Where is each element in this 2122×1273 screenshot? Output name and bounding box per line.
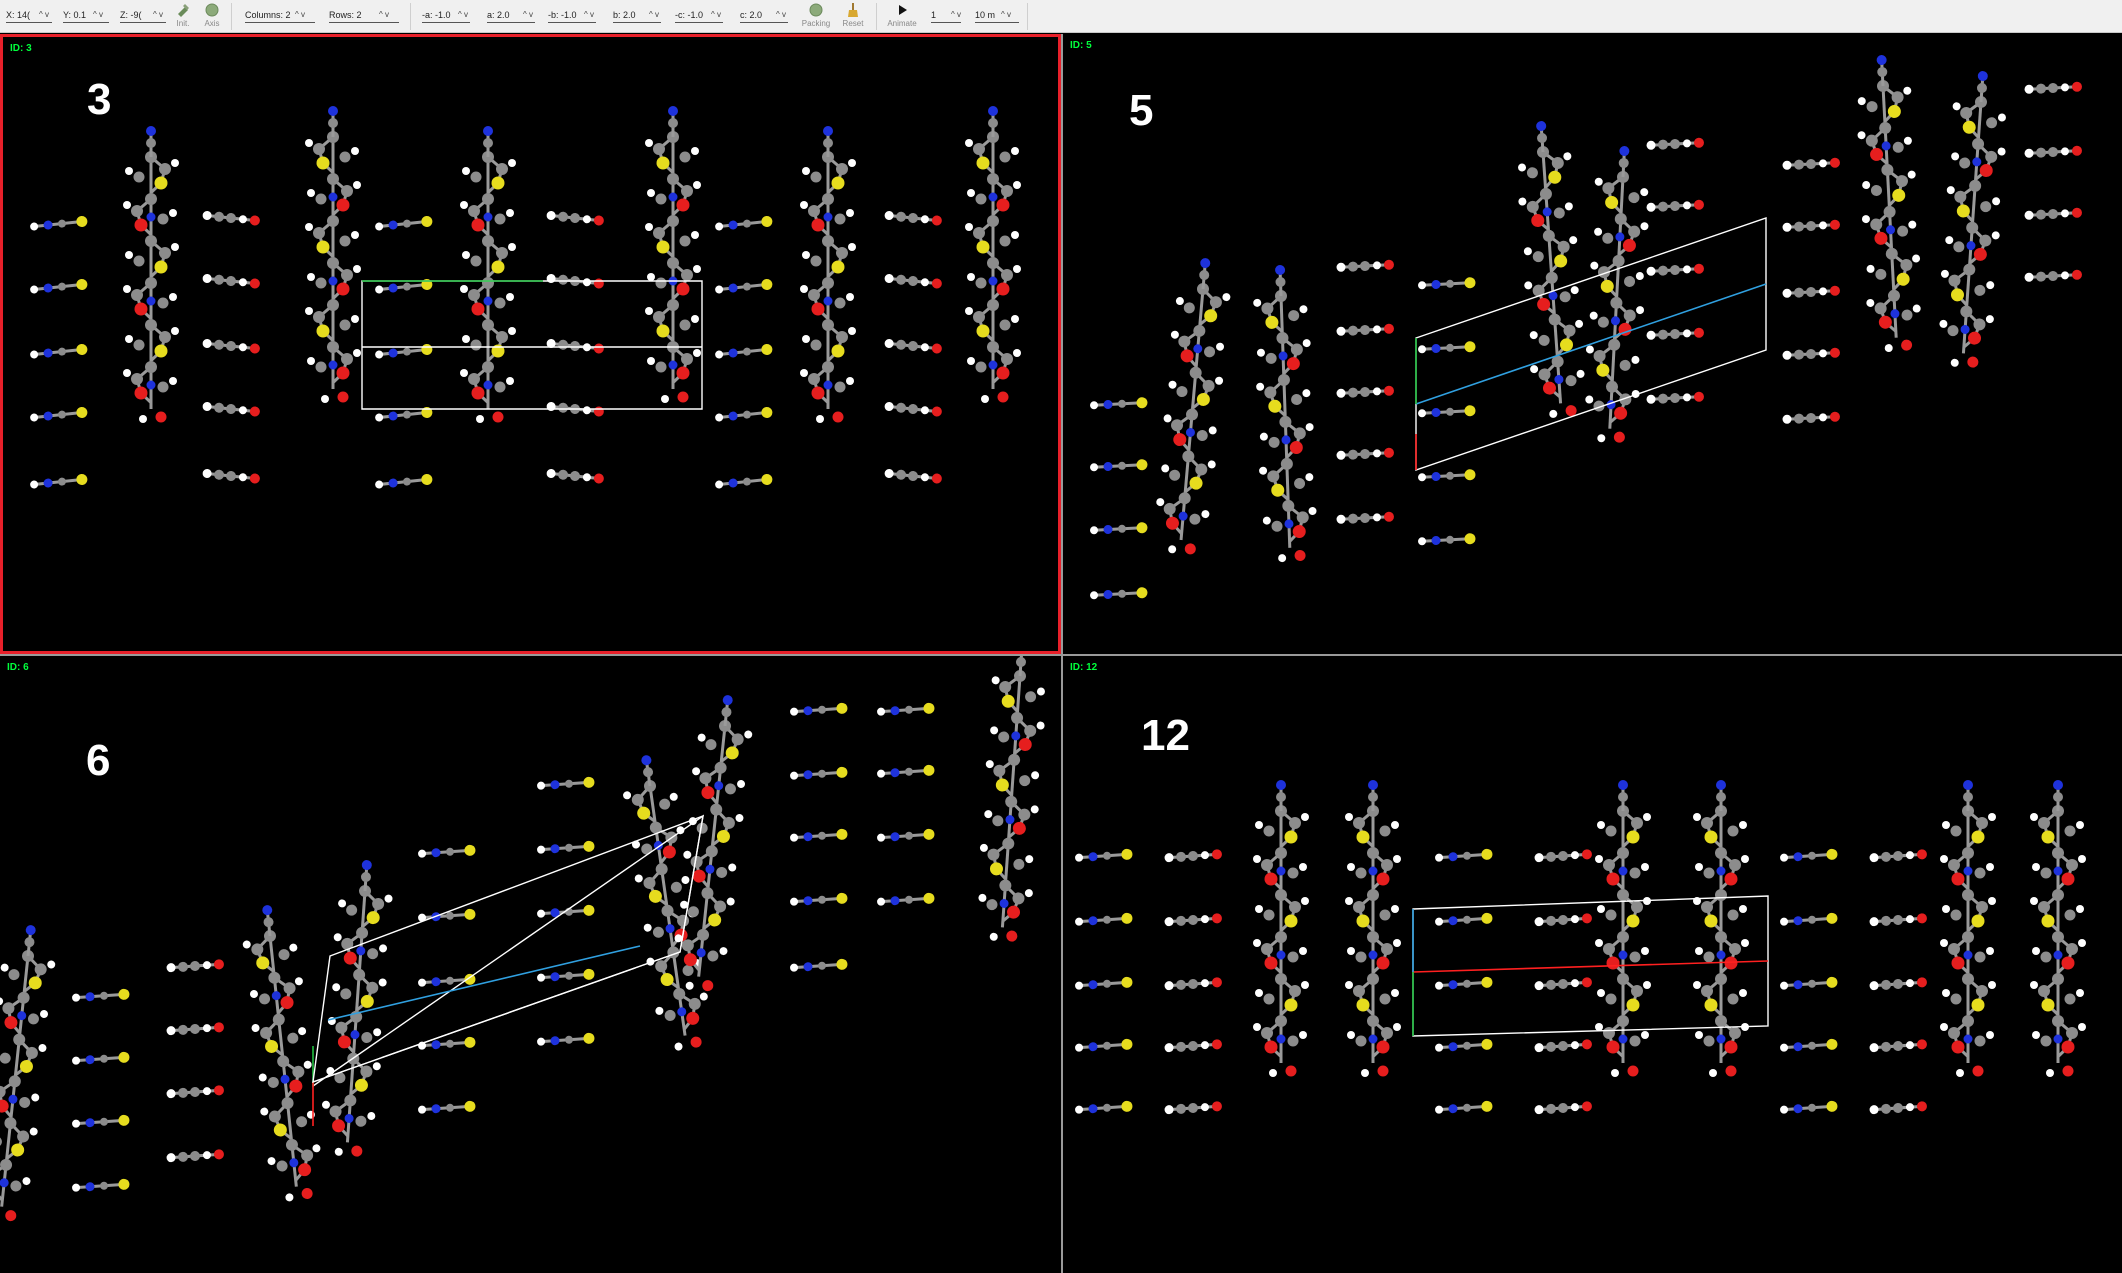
columns-spinner[interactable]: Columns: 2 ^ v [245, 8, 315, 23]
animation-step-spinner[interactable]: 1 ^ v [931, 8, 961, 23]
panel-divider-vertical[interactable] [1061, 34, 1063, 1273]
reset-label: Reset [842, 19, 864, 28]
panel-number-label: 6 [86, 736, 111, 785]
b-value: b: 2.0 [613, 10, 636, 20]
spin-arrows-icon[interactable]: ^ v [93, 10, 103, 19]
panel-id-label: ID: 12 [1070, 662, 1098, 673]
init-button[interactable]: Init. [168, 0, 198, 33]
packing-icon [809, 3, 823, 17]
toolbar: X: 14( ^ v Y: 0.1 ^ v Z: -9( ^ v Init. A… [0, 0, 2122, 33]
viewport-panel-3[interactable]: ID: 3 3 [0, 34, 1061, 654]
x-rotation-value: X: 14( [6, 10, 31, 20]
spin-arrows-icon[interactable]: ^ v [951, 10, 961, 19]
y-rotation-value: Y: 0.1 [63, 10, 87, 20]
z-rotation-value: Z: -9( [120, 10, 142, 20]
init-icon [178, 4, 189, 17]
z-rotation-spinner[interactable]: Z: -9( ^ v [120, 8, 166, 23]
crystal-structure-view[interactable] [0, 656, 1061, 1273]
viewport-panel-6[interactable]: ID: 6 6 [0, 656, 1061, 1273]
spin-arrows-icon[interactable]: ^ v [39, 10, 49, 19]
neg-a-spinner[interactable]: -a: -1.0 ^ v [422, 8, 470, 23]
spin-arrows-icon[interactable]: ^ v [776, 10, 786, 19]
spin-arrows-icon[interactable]: ^ v [458, 10, 468, 19]
spin-arrows-icon[interactable]: ^ v [711, 10, 721, 19]
rows-value: Rows: 2 [329, 10, 362, 20]
axis-label: Axis [204, 19, 220, 28]
broom-icon [848, 3, 858, 17]
spin-arrows-icon[interactable]: ^ v [295, 10, 305, 19]
spin-arrows-icon[interactable]: ^ v [379, 10, 389, 19]
spin-arrows-icon[interactable]: ^ v [649, 10, 659, 19]
y-rotation-spinner[interactable]: Y: 0.1 ^ v [63, 8, 109, 23]
reset-button[interactable]: Reset [838, 0, 868, 33]
packing-button[interactable]: Packing [801, 0, 831, 33]
x-rotation-spinner[interactable]: X: 14( ^ v [6, 8, 52, 23]
neg-c-value: -c: -1.0 [675, 10, 704, 20]
animation-step-value: 1 [931, 10, 937, 20]
packing-label: Packing [801, 19, 831, 28]
a-spinner[interactable]: a: 2.0 ^ v [487, 8, 535, 23]
spin-arrows-icon[interactable]: ^ v [1001, 10, 1011, 19]
rows-spinner[interactable]: Rows: 2 ^ v [329, 8, 399, 23]
neg-a-value: -a: -1.0 [422, 10, 451, 20]
spin-arrows-icon[interactable]: ^ v [153, 10, 163, 19]
c-spinner[interactable]: c: 2.0 ^ v [740, 8, 788, 23]
panel-number-label: 12 [1141, 711, 1190, 760]
panel-number-label: 3 [87, 75, 112, 124]
axis-icon [205, 3, 219, 17]
crystal-structure-view[interactable] [1063, 656, 2122, 1273]
viewport-panel-12[interactable]: ID: 12 12 [1063, 656, 2122, 1273]
neg-b-spinner[interactable]: -b: -1.0 ^ v [548, 8, 596, 23]
init-label: Init. [176, 19, 190, 28]
panel-id-label: ID: 3 [10, 43, 32, 54]
panel-number-label: 5 [1129, 86, 1154, 135]
columns-value: Columns: 2 [245, 10, 291, 20]
panel-id-label: ID: 5 [1070, 40, 1092, 51]
b-spinner[interactable]: b: 2.0 ^ v [613, 8, 661, 23]
viewport-panel-5[interactable]: ID: 5 5 [1063, 34, 2122, 654]
play-icon [899, 5, 907, 15]
spin-arrows-icon[interactable]: ^ v [523, 10, 533, 19]
crystal-structure-view[interactable] [3, 37, 1058, 651]
a-value: a: 2.0 [487, 10, 510, 20]
animate-label: Animate [887, 19, 917, 28]
spin-arrows-icon[interactable]: ^ v [584, 10, 594, 19]
neg-b-value: -b: -1.0 [548, 10, 577, 20]
crystal-structure-view[interactable] [1063, 34, 2122, 654]
c-value: c: 2.0 [740, 10, 763, 20]
animate-button[interactable]: Animate [887, 0, 917, 33]
axis-button[interactable]: Axis [197, 0, 227, 33]
panel-id-label: ID: 6 [7, 662, 29, 673]
animation-interval-spinner[interactable]: 10 m ^ v [975, 8, 1019, 23]
animation-interval-value: 10 m [975, 10, 996, 20]
neg-c-spinner[interactable]: -c: -1.0 ^ v [675, 8, 723, 23]
panel-divider-horizontal[interactable] [0, 654, 2122, 656]
